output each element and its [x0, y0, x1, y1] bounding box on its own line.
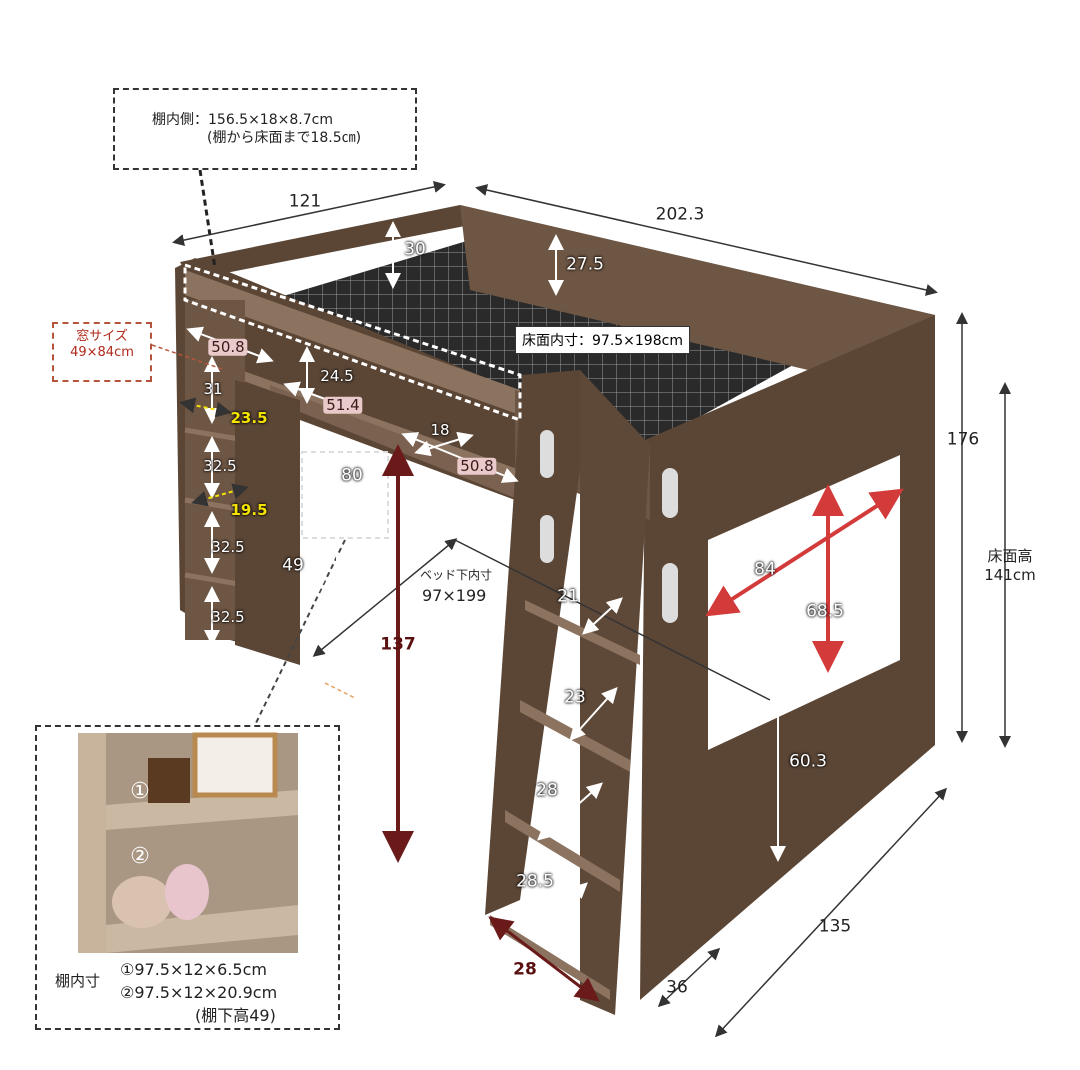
floor-inner-size: 床面内寸：97.5×198cm	[515, 326, 690, 354]
dim-shelf-depth: 18	[430, 420, 450, 439]
inset-line-1: ①97.5×12×6.5cm	[120, 960, 267, 979]
frame-handle-hole	[662, 563, 678, 623]
dim-step-2: 23	[564, 687, 586, 708]
dim-side-panel-height: 60.3	[789, 751, 827, 772]
dim-step-3: 28	[536, 780, 558, 801]
dim-shelf-top-width: 50.8	[208, 339, 248, 356]
dim-side-shelf-1: 31	[203, 379, 223, 398]
dim-ladder-depth: 36	[666, 977, 688, 998]
dim-shelf-mid-width: 51.4	[323, 397, 363, 414]
frame-handle-hole	[662, 468, 678, 518]
shelf-callout-box	[113, 88, 417, 170]
under-bed-size: 97×199	[422, 586, 487, 605]
shelf-marker-2: ②	[130, 843, 150, 869]
shelf-inset-box	[35, 725, 340, 1030]
floor-height-value: 141cm	[984, 565, 1036, 584]
under-bed-title: ベッド下内寸	[420, 568, 493, 582]
floor-height-title: 床面高	[987, 546, 1033, 565]
dim-under-shelf: 49	[282, 555, 304, 576]
dim-guard-left: 30	[404, 239, 426, 260]
dim-shelf-lower-width: 50.8	[457, 458, 497, 475]
shelf-inner-size: 棚内側：156.5×18×8.7cm	[152, 112, 333, 128]
dim-side-depth-1: 23.5	[230, 408, 268, 427]
inset-line-3: (棚下高49)	[195, 1006, 276, 1025]
inset-title: 棚内寸	[55, 972, 101, 990]
shelf-inset-photo	[78, 732, 298, 953]
side-post	[235, 380, 300, 665]
ladder-right-stringer	[580, 370, 650, 1015]
ladder-step-3	[505, 810, 620, 892]
dim-side-depth-2: 19.5	[230, 500, 268, 519]
dim-total-height: 176	[946, 429, 980, 450]
dim-step-1: 21	[557, 586, 579, 607]
shelf-marker-1: ①	[130, 778, 150, 804]
dim-length: 202.3	[655, 204, 705, 225]
dim-ladder-width: 28	[513, 959, 537, 980]
dim-window-height: 68.5	[806, 601, 844, 622]
window-size-title: 窓サイズ	[76, 329, 128, 344]
window-size-callout: 窓サイズ 49×84cm	[52, 322, 152, 382]
ladder-left-stringer	[485, 370, 580, 915]
dim-depth: 135	[818, 916, 852, 937]
dim-side-shelf-3: 32.5	[211, 537, 245, 556]
shelf-to-floor: (棚から床面まで18.5㎝)	[207, 130, 362, 146]
top-shelf-rail	[185, 270, 520, 415]
dim-side-shelf-2: 32.5	[203, 456, 237, 475]
dim-clearance: 137	[380, 634, 416, 655]
inset-line-2: ②97.5×12×20.9cm	[120, 983, 278, 1002]
ladder-handle-hole	[540, 430, 554, 478]
dim-step-4: 28.5	[516, 871, 554, 892]
dim-width: 121	[288, 191, 322, 212]
ladder-handle-hole	[540, 515, 554, 563]
dim-opening-height: 80	[341, 465, 363, 486]
dim-guard-right: 27.5	[566, 254, 604, 275]
dim-side-shelf-4: 32.5	[211, 607, 245, 626]
dim-window-width: 84	[754, 559, 776, 580]
window-size-value: 49×84cm	[70, 345, 134, 361]
dim-shelf-top-height: 24.5	[320, 366, 354, 385]
